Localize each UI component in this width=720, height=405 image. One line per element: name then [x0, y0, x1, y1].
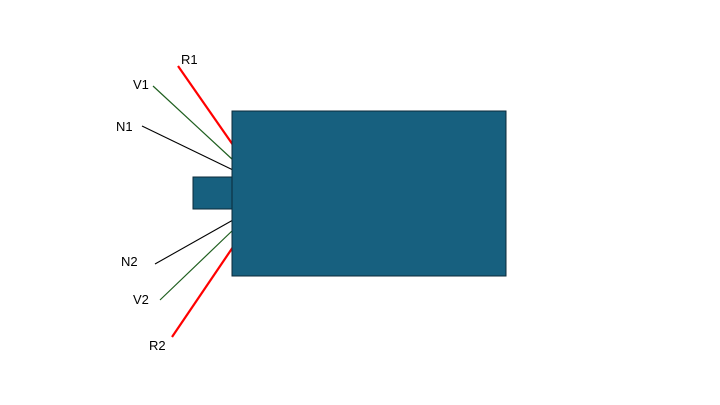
- wire-v2: [159, 229, 234, 301]
- wire-r2: [171, 246, 234, 338]
- wire-n2: [154, 219, 234, 265]
- wire-label-v1: V1: [133, 77, 149, 92]
- wire-label-n1: N1: [116, 119, 133, 134]
- wire-label-r1: R1: [181, 52, 198, 67]
- wire-label-v2: V2: [133, 292, 149, 307]
- wire-label-r2: R2: [149, 338, 166, 353]
- wire-r1: [177, 65, 234, 146]
- wire-n1: [141, 125, 234, 171]
- motor-body: [231, 110, 507, 277]
- wire-label-n2: N2: [121, 254, 138, 269]
- motor-shaft: [192, 176, 234, 210]
- wire-v1: [152, 85, 234, 161]
